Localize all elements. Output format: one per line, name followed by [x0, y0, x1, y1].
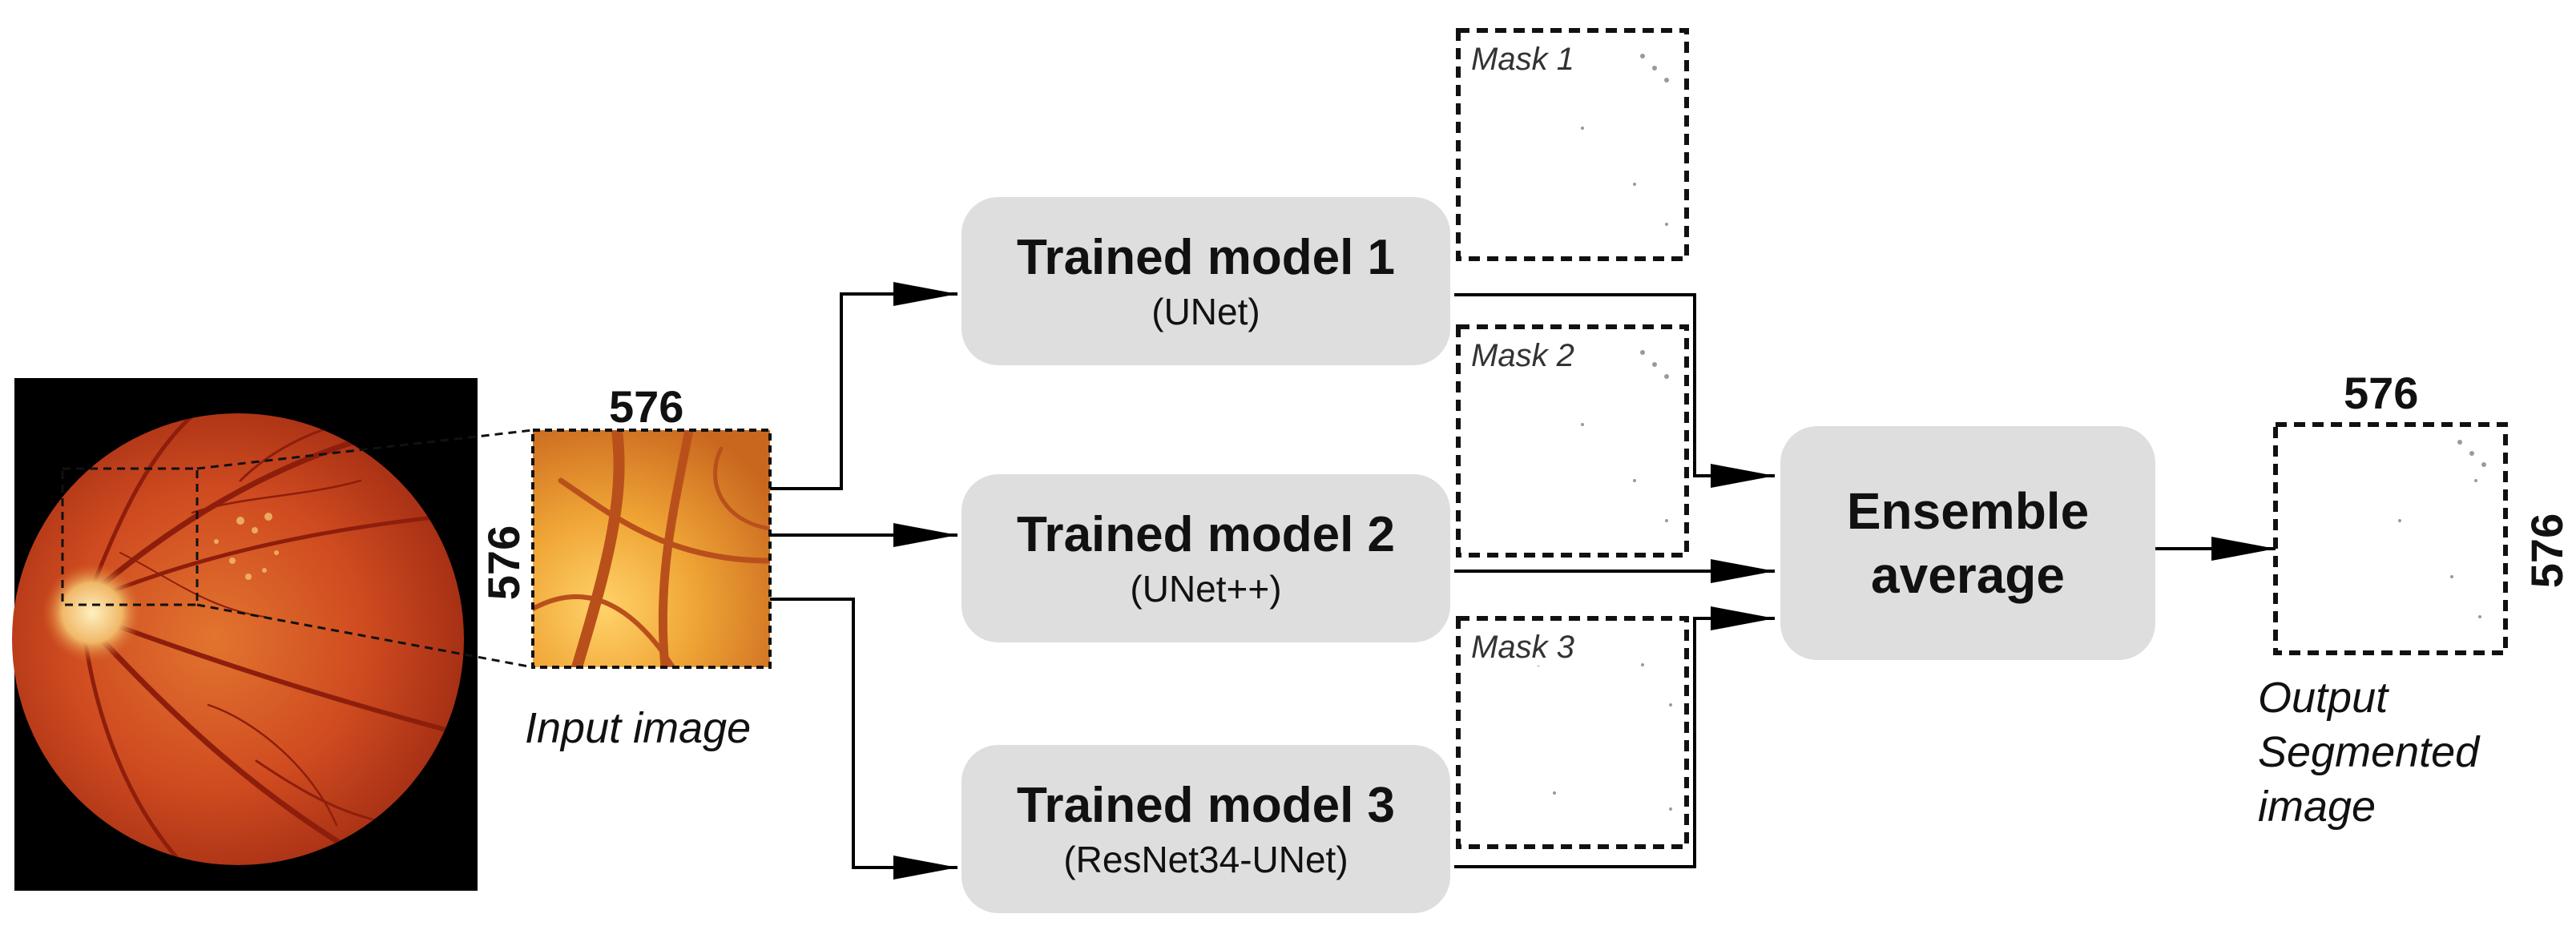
model-3-title: Trained model 3: [1016, 778, 1396, 833]
output-caption-line-2: Segmented: [2258, 728, 2480, 776]
output-frame: [2273, 422, 2508, 655]
input-size-side: 576: [478, 525, 530, 601]
model-2-subtitle: (UNet++): [1130, 568, 1282, 610]
input-caption: Input image: [525, 704, 752, 752]
model-2-title: Trained model 2: [1016, 507, 1396, 562]
model-3-subtitle: (ResNet34-UNet): [1063, 839, 1348, 880]
ensemble-line-1: Ensemble: [1846, 482, 2090, 540]
mask-1-label: Mask 1: [1466, 42, 1579, 78]
output-caption-line-3: image: [2258, 783, 2376, 831]
ensemble-box: Ensemble average: [1780, 426, 2155, 660]
output-size-side: 576: [2522, 513, 2573, 589]
model-box-3: Trained model 3 (ResNet34-UNet): [961, 745, 1450, 913]
model-box-1: Trained model 1 (UNet): [961, 197, 1450, 365]
ensemble-line-2: average: [1871, 546, 2065, 604]
input-size-top: 576: [609, 381, 684, 432]
input-arrows: [770, 282, 957, 880]
mask-frames: [1456, 28, 1689, 849]
ensemble-arrows: [1454, 293, 2276, 868]
input-crop: [531, 429, 772, 669]
output-caption-line-1: Output: [2258, 674, 2389, 722]
zoom-connectors: [196, 429, 534, 669]
fundus-image: [12, 378, 478, 891]
model-1-title: Trained model 1: [1016, 230, 1396, 285]
mask-2-label: Mask 2: [1466, 338, 1579, 374]
model-1-subtitle: (UNet): [1151, 291, 1260, 332]
output-size-top: 576: [2344, 368, 2419, 418]
model-box-2: Trained model 2 (UNet++): [961, 474, 1450, 642]
mask-3-label: Mask 3: [1466, 630, 1579, 666]
